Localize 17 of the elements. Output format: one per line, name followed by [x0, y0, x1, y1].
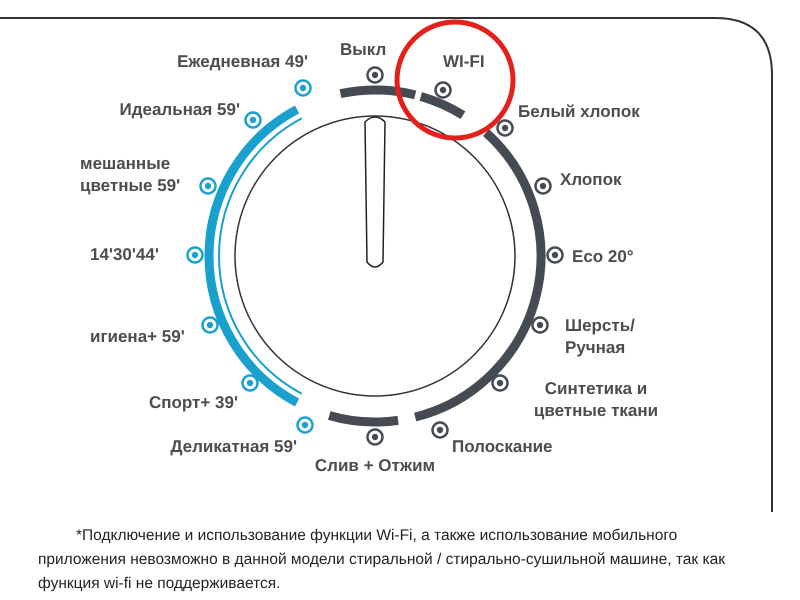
program-label: Шерсть/ Ручная	[565, 315, 636, 359]
program-label: Белый хлопок	[518, 101, 640, 123]
program-label: Синтетика и цветные ткани	[532, 378, 660, 422]
program-label: WI-FI	[443, 51, 485, 73]
program-label: мешанные цветные 59'	[80, 153, 182, 197]
program-label: Полоскание	[452, 436, 553, 458]
program-label: игиена+ 59'	[90, 326, 185, 348]
program-label: Деликатная 59'	[170, 436, 297, 458]
program-label: Спорт+ 39'	[148, 392, 238, 414]
program-label: Ежедневная 49'	[177, 51, 308, 73]
program-label: Идеальная 59'	[120, 99, 240, 121]
footnote: *Подключение и использование функции Wi-Fi, а также использование мобильного приложения невозможно в данной модели стиральной / стирально-сушильной машине, так как функция wi-fi не поддерживается.	[38, 526, 726, 594]
program-label: Слив + Отжим	[314, 455, 436, 477]
program-label: Выкл	[340, 39, 386, 61]
program-label: Хлопок	[560, 169, 622, 191]
program-label: Eco 20°	[572, 246, 634, 268]
program-label: 14'30'44'	[90, 244, 159, 266]
